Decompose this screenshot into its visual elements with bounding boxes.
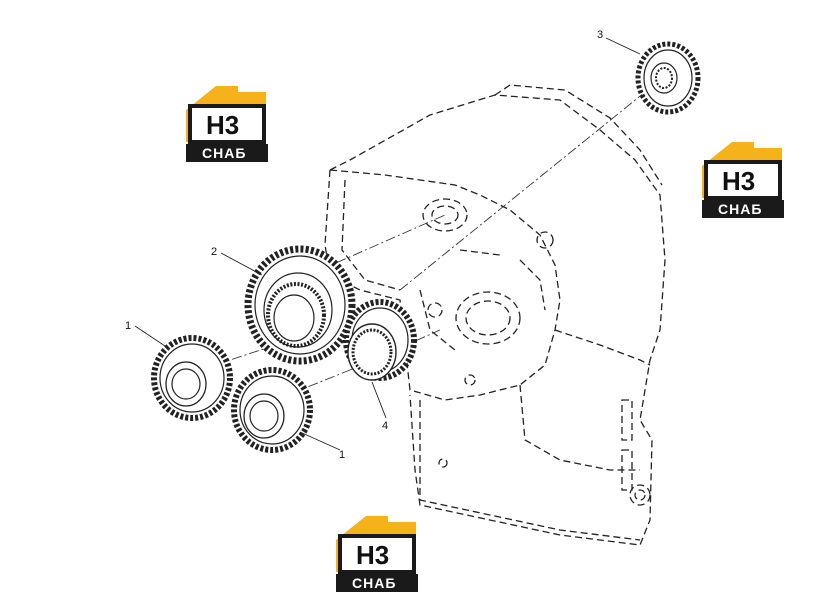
gear-part-1-left [151,335,233,421]
gear-part-3 [635,41,701,115]
watermark-logo-right: H3 СНАБ [702,142,784,218]
callout-part-4: 4 [382,420,388,432]
callout-part-2: 2 [211,246,217,258]
transmission-housing [324,84,666,546]
gear-part-4 [343,299,417,381]
callout-part-3: 3 [597,29,603,41]
callout-leaders [134,37,641,451]
callout-part-1-top: 1 [125,320,131,332]
watermark-logo-top-left: H3 СНАБ [186,86,268,162]
gear-part-2 [244,245,356,365]
watermark-logo-bottom: H3 СНАБ [336,516,418,592]
logo-wordmark: СНАБ [718,201,762,217]
logo-monogram: H3 [206,110,239,140]
logo-monogram: H3 [722,166,755,196]
gear-part-1-right [231,367,313,453]
logo-monogram: H3 [356,540,389,570]
logo-wordmark: СНАБ [202,145,246,161]
logo-wordmark: СНАБ [352,575,396,591]
callout-part-1-bottom: 1 [339,449,345,461]
